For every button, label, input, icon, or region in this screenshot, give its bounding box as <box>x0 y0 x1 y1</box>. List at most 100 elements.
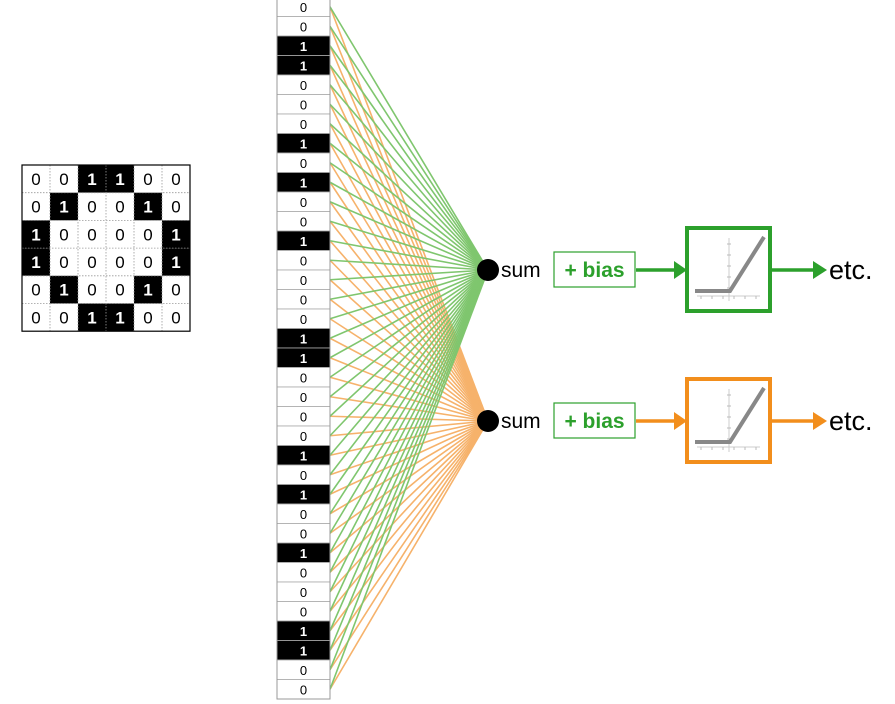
green-connection <box>329 269 489 651</box>
orange-connection <box>329 318 489 422</box>
grid-cell-value: 0 <box>31 170 40 189</box>
orange-connection <box>329 298 489 422</box>
column-cell-value: 1 <box>300 448 307 463</box>
grid-border <box>21 164 191 332</box>
green-connection <box>329 269 489 281</box>
sum-node <box>477 259 499 281</box>
green-connection <box>329 259 489 271</box>
arrow-head <box>674 261 687 279</box>
grid-cell-value: 0 <box>115 281 124 300</box>
orange-connection <box>329 420 489 573</box>
grid-cell-value: 0 <box>59 225 68 244</box>
grid-cell-value: 0 <box>171 308 180 327</box>
grid-cell <box>78 248 106 276</box>
column-cell-value: 0 <box>300 370 307 385</box>
green-connection <box>329 269 489 476</box>
orange-connection <box>329 6 489 422</box>
green-connection <box>329 269 489 593</box>
column-cell-value: 1 <box>300 136 307 151</box>
grid-cell <box>134 220 162 249</box>
column-cell-value: 0 <box>300 0 307 15</box>
grid-cell <box>22 220 50 249</box>
grid-cell-value: 0 <box>171 281 180 300</box>
green-connection <box>329 123 489 271</box>
orange-connection <box>329 420 489 690</box>
grid-cell-value: 0 <box>31 308 40 327</box>
green-connection <box>329 269 489 320</box>
green-connection <box>329 269 489 515</box>
column-cell-value: 0 <box>300 312 307 327</box>
orange-connection <box>329 420 489 651</box>
green-connection <box>329 201 489 271</box>
column-cell-value: 0 <box>300 97 307 112</box>
grid-cell-value: 1 <box>31 225 40 244</box>
orange-connection <box>329 103 489 422</box>
orange-connection <box>329 420 489 593</box>
orange-connection <box>329 420 489 671</box>
grid-cell <box>162 220 190 249</box>
grid-cell-value: 0 <box>31 198 40 217</box>
orange-connection <box>329 420 489 437</box>
grid-cell <box>50 248 78 276</box>
grid-cell-value: 0 <box>31 281 40 300</box>
green-connection <box>329 269 489 339</box>
grid-cell <box>78 165 106 193</box>
grid-cell-value: 1 <box>59 198 68 217</box>
column-cell-value: 0 <box>300 156 307 171</box>
green-connection <box>329 269 489 573</box>
grid-cell-value: 0 <box>143 253 152 272</box>
green-connection <box>329 25 489 271</box>
grid-cell <box>22 303 50 332</box>
grid-cell <box>162 275 190 304</box>
orange-connection <box>329 259 489 422</box>
grid-cell <box>134 165 162 193</box>
grid-cell <box>134 248 162 276</box>
grid-cell-value: 1 <box>87 308 96 327</box>
column-cell-value: 0 <box>300 682 307 697</box>
orange-connection <box>329 181 489 422</box>
column-cell-value: 0 <box>300 390 307 405</box>
orange-connection <box>329 420 489 495</box>
green-connection <box>329 269 489 554</box>
bias-box <box>553 402 636 439</box>
green-connection <box>329 64 489 271</box>
orange-connection <box>329 420 489 476</box>
grid-cell <box>134 303 162 332</box>
orange-connection <box>329 420 489 612</box>
grid-cell-value: 1 <box>115 170 124 189</box>
grid-cell <box>134 275 162 304</box>
relu-curve <box>695 386 766 444</box>
grid-cell <box>162 248 190 276</box>
column-cell-value: 1 <box>300 39 307 54</box>
grid-cell-value: 0 <box>87 281 96 300</box>
grid-cell <box>106 248 134 276</box>
grid-cell <box>106 192 134 221</box>
grid-cell-value: 1 <box>59 281 68 300</box>
grid-cell <box>106 303 134 332</box>
green-connection <box>329 6 489 271</box>
green-connection <box>329 181 489 271</box>
column-cell-value: 1 <box>300 331 307 346</box>
orange-connection <box>329 123 489 422</box>
green-connection <box>329 269 489 378</box>
green-connection <box>329 239 489 271</box>
orange-connection <box>329 240 489 422</box>
orange-connection <box>329 395 489 422</box>
grid-cell-value: 0 <box>87 198 96 217</box>
green-connection <box>329 142 489 271</box>
column-cell-value: 0 <box>300 19 307 34</box>
grid-cell-value: 0 <box>115 225 124 244</box>
orange-connection <box>329 201 489 422</box>
column-cell-value: 1 <box>300 624 307 639</box>
grid-cell <box>22 248 50 276</box>
column-cell-value: 1 <box>300 546 307 561</box>
grid-cell <box>50 165 78 193</box>
grid-cell <box>22 165 50 193</box>
sum-label: sum <box>501 410 541 433</box>
column-border <box>276 0 331 700</box>
grid-cell <box>50 275 78 304</box>
orange-connection <box>329 420 489 515</box>
column-cell-value: 0 <box>300 565 307 580</box>
